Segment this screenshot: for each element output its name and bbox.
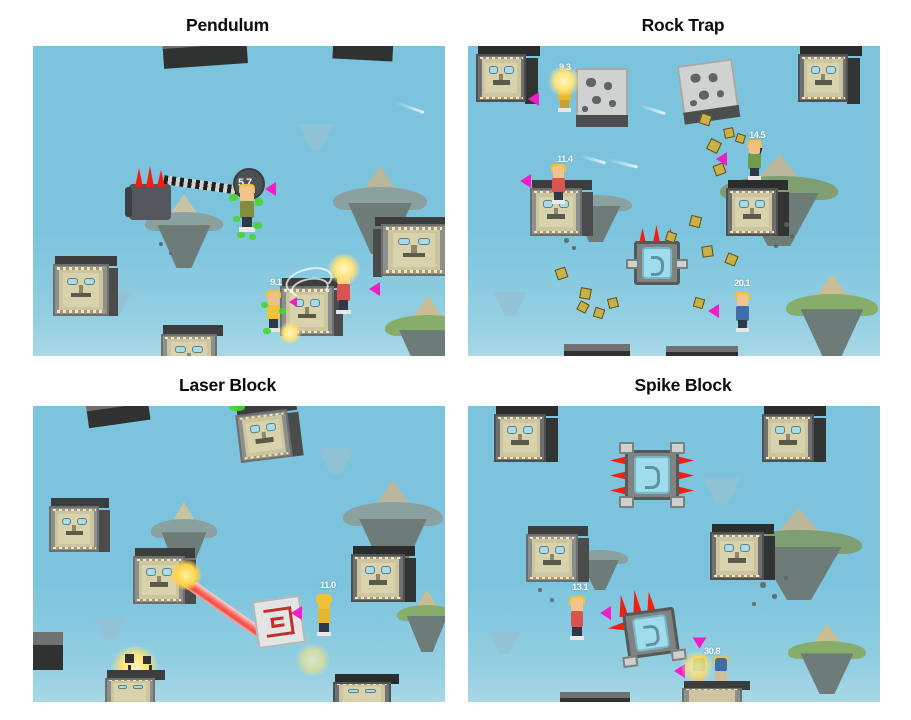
rock-chunk [723,127,735,139]
hud-label: 9.1 [270,277,282,288]
spike-icon [157,170,165,187]
player-character [550,164,567,204]
background-slab [666,346,738,356]
totem-block[interactable] [351,546,416,602]
totem-block[interactable] [682,681,750,702]
panel-title-pendulum: Pendulum [186,15,269,35]
panel-pendulum: Pendulum [0,0,455,368]
spike-block-hazard[interactable] [610,441,694,509]
totem-block[interactable] [373,217,445,277]
spike-block-hazard[interactable] [626,225,688,290]
pendulum-head [125,184,171,220]
rock-chunk [579,287,592,300]
totem-block[interactable] [161,325,223,356]
player-character [734,292,751,332]
panel-rock-trap: Rock Trap [455,0,911,368]
background-slab [560,692,630,702]
direction-marker [600,606,611,620]
totem-block[interactable] [105,670,165,702]
panel-title-rock-trap: Rock Trap [641,15,725,35]
direction-marker [716,152,727,166]
totem-block[interactable] [53,256,118,316]
player-character [568,596,586,640]
floating-island [397,590,445,652]
direction-marker [692,637,707,649]
panel-title-laser-block: Laser Block [178,375,276,395]
hud-label: 11.4 [557,154,573,165]
background-slab [564,344,630,356]
totem-block[interactable] [333,674,399,702]
laser-emitter-block[interactable] [251,594,307,650]
panel-title-spike-block: Spike Block [634,375,732,395]
game-viewport-rock-trap[interactable]: 9.3 11.4 14.5 [468,46,880,356]
totem-block[interactable] [726,180,789,236]
hud-label: 13.1 [572,582,589,593]
floating-island [788,624,866,694]
beam-impact-flash [169,560,203,590]
rock-chunk [701,245,714,258]
totem-block[interactable] [526,526,589,582]
hud-label: 14.5 [749,130,766,141]
rock-crate[interactable] [676,58,741,125]
direction-marker [289,297,297,307]
panel-laser-block: Laser Block [0,368,455,720]
background-slab [33,632,63,670]
totem-block[interactable] [494,406,558,462]
player-character [237,184,257,232]
player-character [315,594,333,636]
player-character [746,140,763,180]
panel-spike-block: Spike Block [455,368,911,720]
totem-block[interactable] [235,406,304,463]
floating-island [786,274,878,356]
game-viewport-pendulum[interactable]: 5.7 9.1 [33,46,445,356]
floating-island [385,296,445,356]
game-viewport-laser-block[interactable]: 11.0 [33,406,445,702]
floating-island [333,166,427,254]
hud-label: 11.0 [320,580,336,591]
spike-icon [135,168,143,187]
totem-block[interactable] [476,46,540,104]
direction-marker [265,182,276,196]
direction-marker [528,92,539,106]
hud-label: 30.8 [704,646,721,657]
direction-marker [520,174,531,188]
floating-island [145,194,223,268]
game-viewport-spike-block[interactable]: 13.1 30.8 [468,406,880,702]
totem-block[interactable] [762,406,826,462]
spike-block-hazard[interactable] [614,600,687,669]
direction-marker [708,304,719,318]
totem-block[interactable] [49,498,110,552]
totem-block-source[interactable] [133,548,196,604]
direction-marker [369,282,380,296]
totem-block[interactable] [798,46,862,104]
pendulum-hazard[interactable] [125,166,257,238]
hud-label: 20.1 [734,278,751,289]
direction-marker [291,606,302,620]
direction-marker [674,664,685,678]
rock-crate[interactable] [576,68,628,127]
spike-icon [146,166,154,187]
totem-block[interactable] [710,524,775,580]
